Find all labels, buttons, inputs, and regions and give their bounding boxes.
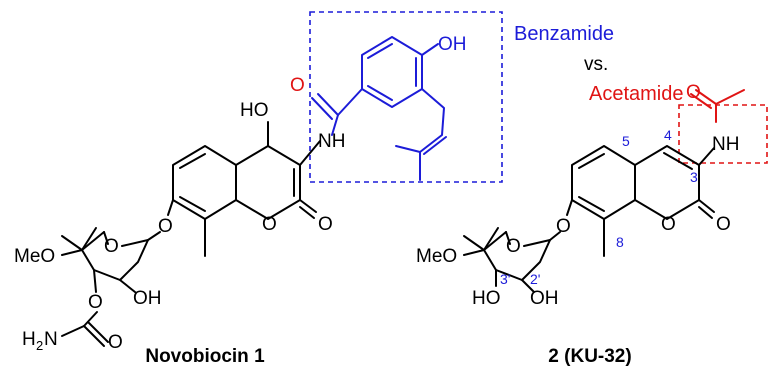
- novobiocin-c4-hydroxyl: HO: [240, 100, 269, 121]
- ku32-structure: O NH O O O 5 4 3 8 O MeO HO OH 3' 2': [416, 82, 745, 309]
- novobiocin-lactone-oxygen: O: [318, 214, 333, 235]
- novobiocin-methoxy: MeO: [14, 246, 55, 267]
- benzamide-label: Benzamide: [514, 23, 614, 45]
- novobiocin-sugar-ring-oxygen: O: [104, 236, 119, 257]
- ku32-ring-oxygen: O: [661, 214, 676, 235]
- acetamide-moiety: [690, 89, 745, 123]
- ku32-position-3-prime: 3': [500, 271, 510, 287]
- novobiocin-amine-subscript: 2: [36, 338, 43, 353]
- ku32-position-2-prime: 2': [530, 271, 540, 287]
- benzamide-moiety: [311, 36, 447, 181]
- benzamide-hydroxyl: OH: [438, 34, 467, 55]
- novobiocin-caption: Novobiocin 1: [145, 346, 265, 367]
- ku32-glycosidic-oxygen: O: [556, 216, 571, 237]
- novobiocin-sugar-hydroxyl: OH: [133, 288, 162, 309]
- acetamide-highlight-box: [678, 104, 768, 164]
- novobiocin-amine-n: N: [44, 329, 58, 350]
- ku32-lactone-oxygen: O: [716, 214, 731, 235]
- ku32-amide-nh: NH: [712, 134, 739, 155]
- ku32-caption: 2 (KU-32): [548, 346, 631, 367]
- ku32-position-4: 4: [664, 127, 672, 143]
- novobiocin-amine-h: H: [22, 329, 36, 350]
- ku32-acetyl-oxygen: O: [686, 82, 701, 103]
- novobiocin-carbamate-oxygen: O: [108, 332, 123, 353]
- ku32-c3-hydroxyl: HO: [472, 288, 501, 309]
- novobiocin-amide-nh: NH: [318, 131, 345, 152]
- ku32-position-5: 5: [622, 133, 630, 149]
- ku32-position-3: 3: [690, 169, 698, 185]
- ku32-methoxy: MeO: [416, 246, 457, 267]
- acetamide-label: Acetamide: [589, 83, 684, 105]
- novobiocin-structure: OH O HO NH O O O O MeO OH O: [14, 34, 467, 353]
- ku32-position-8: 8: [616, 234, 624, 250]
- benzamide-highlight-box: [309, 11, 503, 183]
- novobiocin-ring-oxygen: O: [262, 214, 277, 235]
- benzamide-carbonyl-oxygen: O: [290, 75, 305, 96]
- novobiocin-glycosidic-oxygen: O: [158, 216, 173, 237]
- novobiocin-carbamate-ester-oxygen: O: [88, 292, 103, 313]
- vs-label: vs.: [584, 54, 608, 75]
- ku32-sugar-ring-oxygen: O: [506, 236, 521, 257]
- ku32-c2-hydroxyl: OH: [530, 288, 559, 309]
